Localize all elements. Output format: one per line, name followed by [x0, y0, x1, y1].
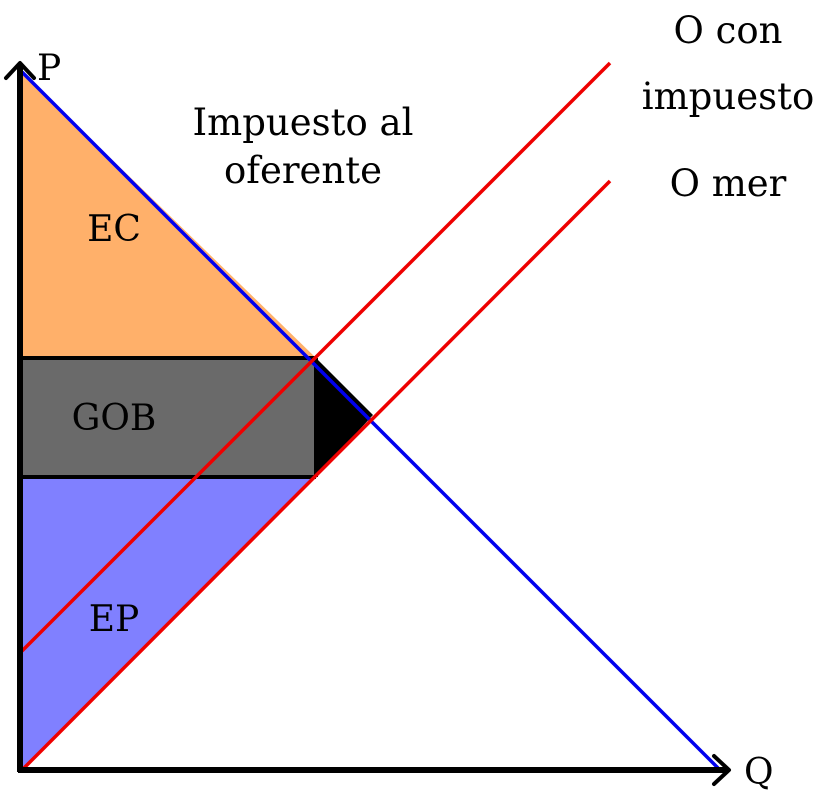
producer-surplus-label: EP — [89, 599, 140, 640]
supply-market-curve — [20, 179, 612, 772]
supply-tax-label-line2: impuesto — [642, 75, 814, 118]
x-axis-arrowhead — [712, 754, 731, 786]
x-axis-label: Q — [744, 752, 774, 793]
consumer-surplus-label: EC — [87, 209, 141, 250]
tax-title-line2: oferente — [224, 149, 382, 192]
deadweight-loss-area — [316, 358, 373, 477]
tax-title-line1: Impuesto al — [193, 101, 414, 144]
supply-with-tax-curve — [20, 61, 612, 653]
supply-tax-label-line1: O con — [674, 9, 783, 52]
y-axis-label: P — [37, 48, 61, 89]
government-label: GOB — [72, 398, 157, 439]
government-revenue-area — [22, 358, 316, 477]
supply-market-label: O mer — [670, 162, 787, 205]
y-axis-arrowhead — [4, 61, 36, 80]
